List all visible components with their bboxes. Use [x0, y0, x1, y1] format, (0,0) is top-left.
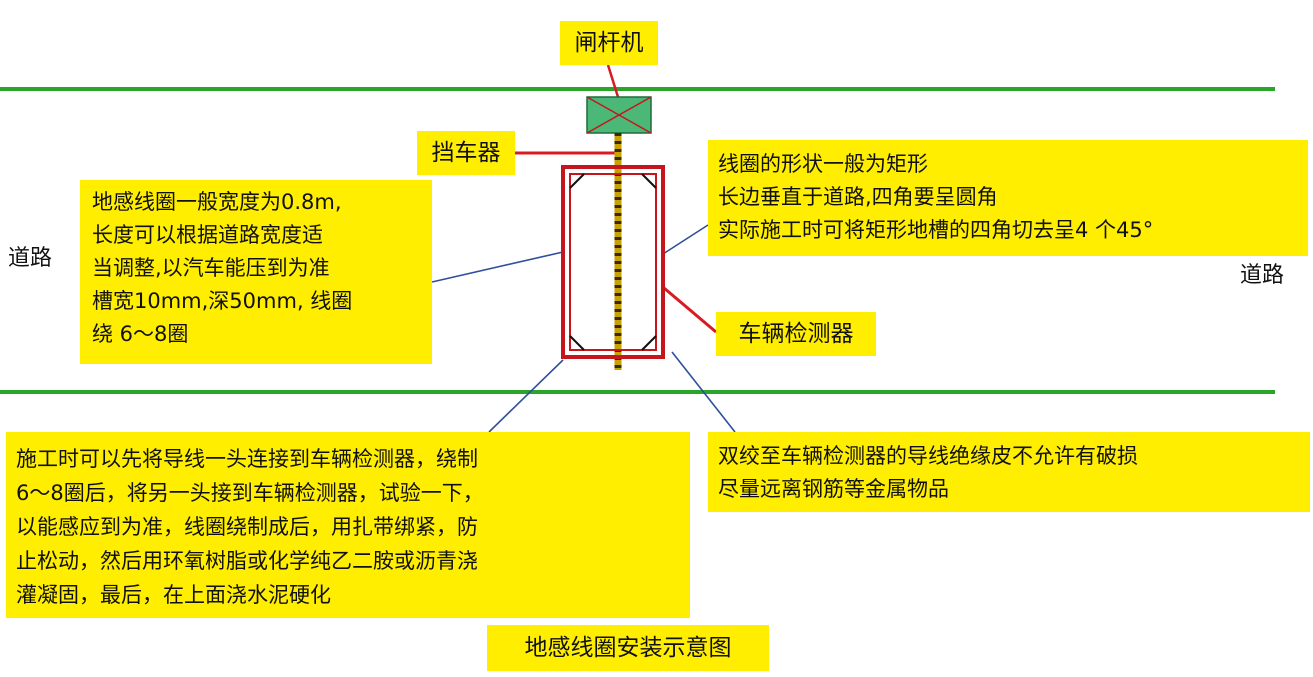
- twisted-wire-note: 双绞至车辆检测器的导线绝缘皮不允许有破损 尽量远离钢筋等金属物品: [708, 432, 1310, 512]
- vehicle-detector-label: 车辆检测器: [716, 312, 876, 356]
- leader-lines: [431, 224, 736, 433]
- road-label-right: 道路: [1240, 263, 1285, 288]
- barrier-gate-label: 闸杆机: [560, 21, 658, 65]
- gate-pointer: [606, 64, 620, 98]
- detector-pointer: [663, 286, 717, 334]
- inductive-coil: [561, 165, 665, 359]
- barrier-gate-box-icon: [586, 96, 652, 134]
- coil-shape-note: 线圈的形状一般为矩形 长边垂直于道路,四角要呈圆角 实际施工时可将矩形地槽的四角…: [708, 140, 1308, 256]
- construction-note: 施工时可以先将导线一头连接到车辆检测器，绕制 6～8圈后，将另一头接到车辆检测器…: [6, 432, 690, 618]
- diagram-caption: 地感线圈安装示意图: [487, 625, 769, 671]
- coil-spec-note: 地感线圈一般宽度为0.8m, 长度可以根据道路宽度适 当调整,以汽车能压到为准 …: [80, 180, 432, 364]
- car-blocker-label: 挡车器: [417, 131, 515, 175]
- road-label-left: 道路: [8, 246, 53, 271]
